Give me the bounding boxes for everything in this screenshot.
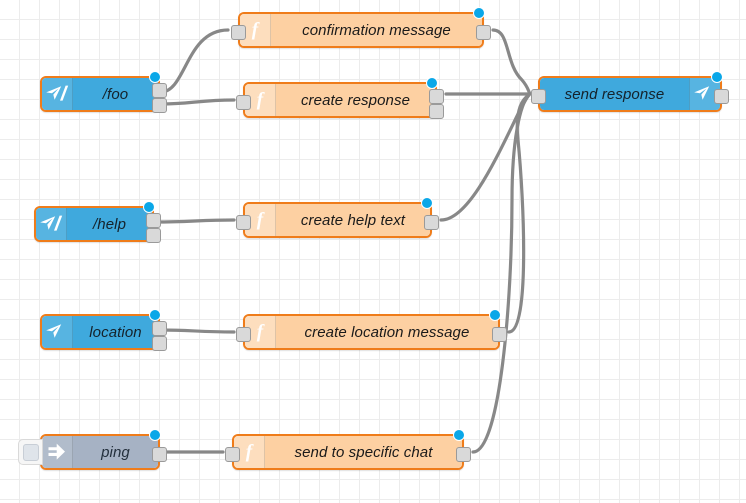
- svg-text:f: f: [257, 90, 265, 111]
- status-dot: [143, 201, 155, 213]
- node-body: f create location message: [245, 316, 498, 348]
- output-port[interactable]: [146, 213, 161, 228]
- wire-w-confirm-to-send[interactable]: [491, 28, 532, 96]
- node-label: /foo: [102, 85, 129, 103]
- status-dot: [149, 71, 161, 83]
- status-dot: [149, 309, 161, 321]
- svg-text:f: f: [252, 20, 260, 41]
- inject-trigger-button[interactable]: [18, 439, 43, 465]
- svg-text:f: f: [246, 442, 254, 463]
- output-port[interactable]: [429, 104, 444, 119]
- wire-w-location-to-createloc[interactable]: [159, 328, 236, 334]
- node-body: location: [42, 316, 158, 348]
- output-port[interactable]: [152, 321, 167, 336]
- svg-text:f: f: [257, 210, 265, 231]
- output-port[interactable]: [152, 336, 167, 351]
- node-label: create help text: [300, 211, 406, 229]
- inject-arrow-icon: [42, 436, 73, 468]
- node-confirmation-message[interactable]: f confirmation message: [231, 7, 491, 48]
- node-label: create response: [300, 91, 411, 109]
- node-label: send to specific chat: [294, 443, 433, 461]
- input-port[interactable]: [236, 94, 251, 110]
- input-port[interactable]: [531, 88, 546, 104]
- input-port[interactable]: [236, 214, 251, 230]
- telegram-command-icon: [36, 208, 67, 240]
- node-body: f create response: [245, 84, 435, 116]
- node-send-to-specific-chat[interactable]: f send to specific chat: [225, 429, 471, 470]
- node-location-event[interactable]: location: [40, 309, 167, 351]
- inject-trigger-knob: [23, 444, 39, 461]
- node-label: location: [89, 323, 142, 341]
- node-body: /foo: [42, 78, 158, 110]
- node-create-location-message[interactable]: f create location message: [236, 309, 507, 350]
- output-port[interactable]: [152, 446, 167, 462]
- input-port[interactable]: [231, 24, 246, 40]
- node-body: f create help text: [245, 204, 430, 236]
- function-f-icon: f: [234, 436, 265, 468]
- output-port[interactable]: [456, 446, 471, 462]
- input-port[interactable]: [236, 326, 251, 342]
- node-label: confirmation message: [302, 21, 451, 39]
- wire-w-createhelp-to-send[interactable]: [439, 93, 531, 222]
- node-foo-command[interactable]: /foo: [40, 71, 167, 113]
- telegram-plane-icon: [42, 316, 73, 348]
- node-body: f send to specific chat: [234, 436, 462, 468]
- status-dot: [473, 7, 485, 19]
- output-port[interactable]: [429, 89, 444, 104]
- node-create-help-text[interactable]: f create help text: [236, 197, 439, 238]
- node-body: send response: [540, 78, 720, 110]
- node-label: /help: [92, 215, 127, 233]
- output-port[interactable]: [152, 98, 167, 113]
- status-dot: [421, 197, 433, 209]
- output-port[interactable]: [424, 214, 439, 230]
- status-dot: [489, 309, 501, 321]
- telegram-command-icon: [42, 78, 73, 110]
- svg-text:f: f: [257, 322, 265, 343]
- wire-w-foo-to-confirmation[interactable]: [159, 28, 230, 94]
- wire-w-help-to-createhelp[interactable]: [153, 218, 236, 224]
- node-send-response[interactable]: send response: [531, 71, 729, 112]
- node-label: create location message: [304, 323, 470, 341]
- node-body: f confirmation message: [240, 14, 482, 46]
- node-help-command[interactable]: /help: [34, 201, 161, 243]
- output-port[interactable]: [152, 83, 167, 98]
- node-body: ping: [42, 436, 158, 468]
- output-port[interactable]: [146, 228, 161, 243]
- node-body: /help: [36, 208, 152, 240]
- status-dot: [426, 77, 438, 89]
- wire-w-foo-to-create-resp[interactable]: [159, 98, 236, 106]
- node-label: send response: [564, 85, 665, 103]
- output-port[interactable]: [476, 24, 491, 40]
- node-label: ping: [101, 443, 130, 461]
- status-dot: [149, 429, 161, 441]
- output-port[interactable]: [714, 88, 729, 104]
- wire-w-createloc-to-send[interactable]: [507, 93, 531, 334]
- node-create-response[interactable]: f create response: [236, 77, 444, 119]
- output-port[interactable]: [492, 326, 507, 342]
- status-dot: [711, 71, 723, 83]
- input-port[interactable]: [225, 446, 240, 462]
- node-ping-inject[interactable]: ping: [18, 429, 167, 470]
- status-dot: [453, 429, 465, 441]
- wire-w-specchat-to-send[interactable]: [471, 93, 531, 454]
